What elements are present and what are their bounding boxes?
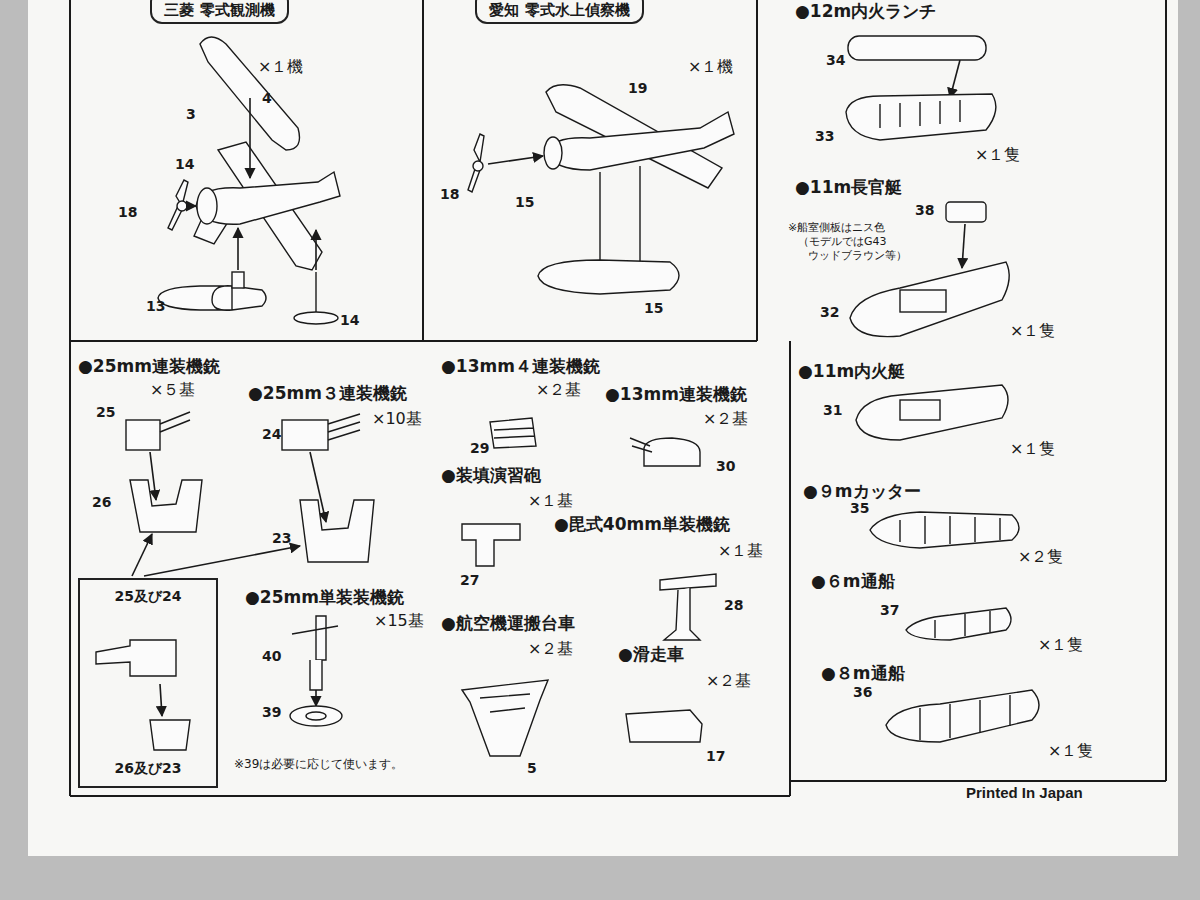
part-title: ●13mm４連装機銃 bbox=[441, 357, 600, 377]
part-title: ●11m長官艇 bbox=[795, 178, 902, 198]
quantity-note: ×10基 bbox=[372, 410, 422, 428]
callout-number: 14 bbox=[340, 312, 359, 328]
callout-number: 40 bbox=[262, 648, 281, 664]
callout-number: 5 bbox=[527, 760, 537, 776]
quantity-note: ×１隻 bbox=[1038, 636, 1083, 654]
part-title: ●25mm連装機銃 bbox=[78, 357, 220, 377]
quantity-note: ×２隻 bbox=[1018, 548, 1063, 566]
callout-number: 32 bbox=[820, 304, 839, 320]
callout-number: 28 bbox=[724, 597, 743, 613]
callout-number: 13 bbox=[146, 298, 165, 314]
callout-number: 23 bbox=[272, 530, 291, 546]
quantity-note: ×２基 bbox=[536, 381, 581, 399]
note-text: ※船室側板はニス色 bbox=[788, 222, 885, 235]
printer-mark: Printed In Japan bbox=[966, 784, 1083, 801]
quantity-note: ×２基 bbox=[706, 672, 751, 690]
callout-number: 30 bbox=[716, 458, 735, 474]
assembly-arrows bbox=[132, 60, 965, 716]
part-title: ●13mm連装機銃 bbox=[605, 385, 747, 405]
callout-number: 24 bbox=[262, 426, 281, 442]
quantity-note: ×１機 bbox=[258, 58, 303, 76]
part-title: ●装填演習砲 bbox=[441, 466, 541, 486]
callout-number: 19 bbox=[628, 80, 647, 96]
part-title: ●航空機運搬台車 bbox=[441, 614, 575, 634]
callout-number: 37 bbox=[880, 602, 899, 618]
part-title: ●６m通船 bbox=[811, 572, 895, 592]
part-title: ●25mm３連装機銃 bbox=[248, 384, 407, 404]
node-text: 26及び23 bbox=[115, 760, 182, 778]
callout-number: 35 bbox=[850, 500, 869, 516]
note-text: （モデルではG43 bbox=[798, 236, 887, 249]
quantity-note: ×１隻 bbox=[1048, 742, 1093, 760]
callout-number: 14 bbox=[175, 156, 194, 172]
callout-number: 27 bbox=[460, 572, 479, 588]
node-text: 三菱 零式観測機 bbox=[164, 1, 275, 20]
callout-number: 17 bbox=[706, 748, 725, 764]
callout-number: 29 bbox=[470, 440, 489, 456]
inset-box: 25及び24 26及び23 bbox=[78, 578, 218, 788]
frame-lines bbox=[70, 0, 1166, 796]
callout-number: 3 bbox=[186, 106, 196, 122]
callout-number: 18 bbox=[118, 204, 137, 220]
node-text: 愛知 零式水上偵察機 bbox=[489, 1, 630, 20]
part-title: ●毘式40mm単装機銃 bbox=[554, 515, 730, 535]
boat-drawings bbox=[846, 36, 1039, 742]
quantity-note: ×１隻 bbox=[1010, 440, 1055, 458]
callout-number: 33 bbox=[815, 128, 834, 144]
callout-number: 34 bbox=[826, 52, 845, 68]
callout-number: 15 bbox=[515, 194, 534, 210]
part-title: ●25mm単装装機銃 bbox=[245, 588, 404, 608]
heading-box: 愛知 零式水上偵察機 bbox=[475, 0, 644, 24]
part-title: ●12m内火ランチ bbox=[795, 2, 936, 22]
part-title: ●９mカッター bbox=[803, 482, 921, 502]
aircraft-drawings bbox=[158, 37, 734, 324]
callout-number: 38 bbox=[915, 202, 934, 218]
note-text: ※39は必要に応じて使います。 bbox=[234, 758, 403, 772]
part-title: ●８m通船 bbox=[821, 664, 905, 684]
part-title: ●滑走車 bbox=[618, 645, 684, 665]
quantity-note: ×２基 bbox=[528, 640, 573, 658]
quantity-note: ×５基 bbox=[150, 381, 195, 399]
callout-number: 18 bbox=[440, 186, 459, 202]
part-title: ●11m内火艇 bbox=[798, 362, 905, 382]
quantity-note: ×１隻 bbox=[975, 146, 1020, 164]
quantity-note: ×２基 bbox=[703, 410, 748, 428]
quantity-note: ×１機 bbox=[688, 58, 733, 76]
node-text: 25及び24 bbox=[115, 588, 182, 606]
quantity-note: ×１基 bbox=[528, 492, 573, 510]
heading-box: 三菱 零式観測機 bbox=[150, 0, 289, 24]
quantity-note: ×１基 bbox=[718, 542, 763, 560]
callout-number: 31 bbox=[823, 402, 842, 418]
weapon-drawings bbox=[96, 412, 716, 756]
callout-number: 4 bbox=[262, 90, 272, 106]
quantity-note: ×１隻 bbox=[1010, 322, 1055, 340]
callout-number: 25 bbox=[96, 404, 115, 420]
quantity-note: ×15基 bbox=[374, 612, 424, 630]
callout-number: 15 bbox=[644, 300, 663, 316]
callout-number: 36 bbox=[853, 684, 872, 700]
note-text: ウッドブラウン等） bbox=[808, 250, 907, 263]
callout-number: 26 bbox=[92, 494, 111, 510]
callout-number: 39 bbox=[262, 704, 281, 720]
